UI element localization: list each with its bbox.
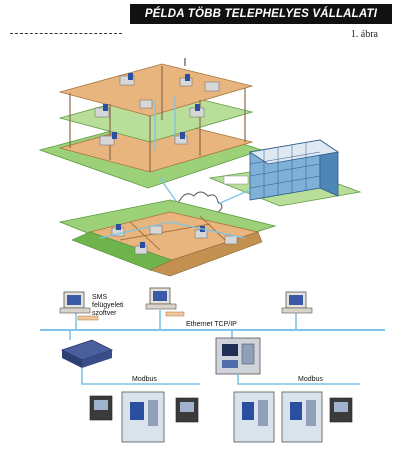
modbus-label-right: Modbus [298, 376, 323, 383]
multistorey-office-building [38, 58, 264, 189]
power-meter-gateway-icon [215, 337, 261, 375]
workstation-icon [281, 291, 313, 314]
workstation-icon [145, 287, 185, 317]
modbus-device-icon [175, 397, 199, 423]
modbus-device-icon [329, 397, 353, 423]
sms-workstation-icon [59, 291, 99, 321]
circuit-breaker-icon [281, 391, 323, 443]
modbus-device-icon [89, 395, 113, 421]
figure-label: 1. ábra [350, 29, 378, 40]
sms-label-line1: SMS [92, 294, 108, 301]
ethernet-label: Ethernet TCP/IP [186, 321, 237, 328]
sms-label-line3: szoftver [92, 310, 117, 317]
sms-label-line2: felügyeleti [92, 302, 124, 309]
page-title: PÉLDA TÖBB TELEPHELYES VÁLLALATI INTRANE… [130, 4, 392, 40]
header-dashed-rule [10, 33, 122, 34]
gateway-icon [60, 339, 114, 368]
circuit-breaker-icon [233, 391, 275, 443]
single-storey-site [58, 199, 277, 277]
circuit-breaker-icon [121, 391, 165, 443]
glass-office-building [208, 139, 362, 207]
modbus-label-left: Modbus [132, 376, 157, 383]
